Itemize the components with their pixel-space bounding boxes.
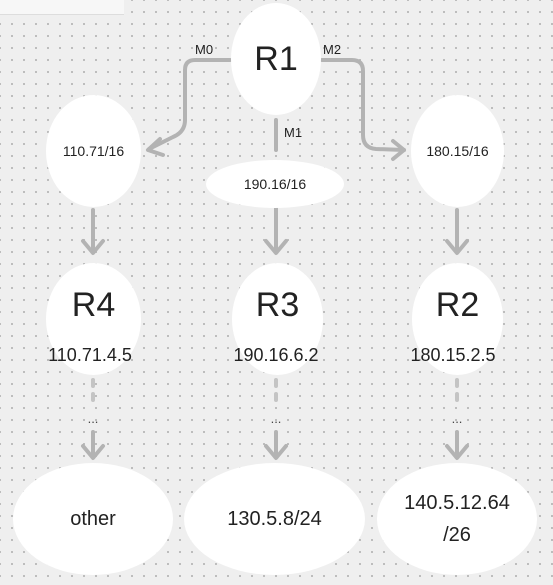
- network-middle-label: 190.16/16: [243, 175, 307, 192]
- destination-left-node[interactable]: other: [13, 463, 173, 575]
- router-r3-address: 190.16.6.2: [233, 345, 319, 365]
- router-r4-address: 110.71.4.5: [48, 345, 132, 365]
- arrowhead-middle-network-to-r3: [264, 239, 288, 255]
- arrowhead-r3-to-destination: [264, 444, 288, 460]
- destination-left-label: other: [70, 508, 116, 530]
- router-r1-label: R1: [254, 40, 298, 78]
- arrowhead-right-network-to-r2: [445, 239, 469, 255]
- destination-middle-node[interactable]: 130.5.8/24: [184, 463, 365, 575]
- network-right-label: 180.15/16: [426, 142, 489, 159]
- m0-connector: [147, 58, 232, 151]
- router-r2-node[interactable]: R2: [412, 263, 503, 375]
- m0-arrowhead: [146, 137, 165, 157]
- router-r3-node[interactable]: R3: [232, 263, 323, 375]
- arrowhead-r4-to-other: [81, 444, 105, 460]
- link-m1-label: M1: [284, 125, 303, 140]
- destination-right-label-line2: /26: [443, 524, 471, 546]
- router-r2-label: R2: [435, 286, 480, 324]
- router-r3-label: R3: [255, 286, 300, 324]
- router-r2-address: 180.15.2.5: [410, 345, 496, 365]
- arrowhead-left-network-to-r4: [81, 239, 105, 255]
- destination-middle-label: 130.5.8/24: [227, 508, 322, 530]
- router-r4-node[interactable]: R4: [46, 263, 141, 375]
- network-left-node[interactable]: 110.71/16: [46, 95, 141, 207]
- router-r4-label: R4: [71, 286, 116, 324]
- ellipsis-middle: ...: [270, 411, 282, 426]
- top-toolbar-strip: [0, 0, 124, 15]
- link-m0-label: M0: [195, 42, 214, 57]
- destination-right-node[interactable]: 140.5.12.64 /26: [377, 463, 537, 575]
- network-left-label: 110.71/16: [62, 142, 125, 159]
- destination-right-label-line1: 140.5.12.64: [404, 492, 510, 514]
- network-right-node[interactable]: 180.15/16: [411, 95, 504, 207]
- link-m2-label: M2: [323, 42, 342, 57]
- ellipsis-left: ...: [87, 411, 99, 426]
- m2-connector: [320, 58, 406, 152]
- network-middle-node[interactable]: 190.16/16: [206, 160, 344, 208]
- m2-arrowhead: [391, 139, 406, 161]
- router-r1-node[interactable]: R1: [231, 3, 321, 115]
- arrowhead-r2-to-destination: [445, 444, 469, 460]
- ellipsis-right: ...: [451, 411, 463, 426]
